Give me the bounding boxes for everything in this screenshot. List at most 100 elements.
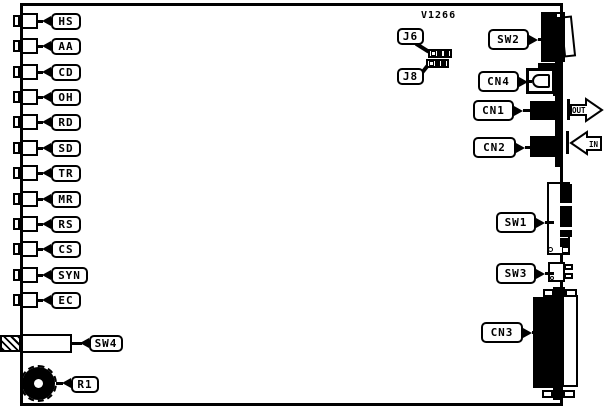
sw1-rocker-small bbox=[560, 238, 568, 247]
sw3-label: SW3 bbox=[496, 263, 536, 284]
led-pin bbox=[13, 142, 20, 154]
callout-pointer bbox=[42, 219, 51, 229]
connector-cn3 bbox=[533, 297, 563, 388]
led-label: AA bbox=[51, 38, 81, 55]
cn1-callout: CN1 bbox=[473, 100, 535, 121]
led-pin bbox=[13, 218, 20, 230]
cn4-shield-top bbox=[538, 63, 562, 69]
cn4-barrel-opening bbox=[532, 74, 550, 88]
led-row-tr: TR bbox=[13, 165, 93, 182]
led-indicator bbox=[21, 38, 38, 54]
out-arrow-text: OUT bbox=[572, 106, 586, 115]
led-label-text: OH bbox=[58, 91, 74, 104]
led-label-text: SYN bbox=[58, 269, 81, 282]
led-pin bbox=[13, 167, 20, 179]
callout-pointer bbox=[42, 92, 51, 102]
r1-shaft-hole bbox=[34, 379, 43, 388]
led-label: EC bbox=[51, 292, 81, 309]
callout-pointer bbox=[536, 217, 545, 228]
callout-pointer bbox=[42, 168, 51, 178]
led-label-text: AA bbox=[58, 40, 74, 53]
led-pin bbox=[13, 91, 20, 103]
callout-pointer bbox=[42, 41, 51, 51]
callout-pointer bbox=[62, 378, 71, 388]
out-arrow-shape bbox=[570, 97, 604, 123]
led-label: RD bbox=[51, 114, 81, 131]
callout-line bbox=[528, 80, 532, 83]
cn3-callout: CN3 bbox=[481, 322, 538, 343]
led-label-text: CD bbox=[58, 66, 74, 79]
j8-label: J8 bbox=[397, 68, 424, 85]
led-label: CS bbox=[51, 241, 81, 258]
cn4-label: CN4 bbox=[478, 71, 519, 92]
led-label: HS bbox=[51, 13, 81, 30]
sw3-label-text: SW3 bbox=[504, 267, 528, 280]
sw4-body bbox=[21, 334, 72, 353]
callout-pointer bbox=[42, 16, 51, 26]
callout-line bbox=[523, 109, 535, 112]
led-pin bbox=[13, 269, 20, 281]
sw4-actuator bbox=[0, 335, 21, 352]
cn4-callout: CN4 bbox=[478, 71, 532, 92]
callout-pointer bbox=[529, 34, 538, 45]
led-indicator bbox=[21, 267, 38, 283]
callout-line bbox=[38, 198, 43, 201]
callout-line bbox=[72, 342, 82, 345]
sw2-label: SW2 bbox=[488, 29, 529, 50]
led-pin bbox=[13, 15, 20, 27]
cn1-pin-tab bbox=[567, 99, 570, 120]
cn3-bottom-tab-left bbox=[542, 390, 553, 398]
callout-line bbox=[38, 172, 43, 175]
led-row-cs: CS bbox=[13, 241, 93, 258]
led-pin bbox=[13, 116, 20, 128]
led-row-cd: CD bbox=[13, 64, 93, 81]
j6-pin-open bbox=[431, 51, 436, 56]
led-indicator bbox=[21, 241, 38, 257]
led-pin bbox=[13, 193, 20, 205]
sw3-index-dot bbox=[550, 276, 554, 280]
led-row-oh: OH bbox=[13, 89, 93, 106]
toggle-switch-sw2 bbox=[541, 12, 565, 62]
callout-pointer bbox=[42, 194, 51, 204]
j6-label-text: J6 bbox=[402, 30, 419, 43]
callout-line bbox=[38, 223, 43, 226]
led-row-rs: RS bbox=[13, 216, 93, 233]
callout-pointer bbox=[536, 268, 545, 279]
r1-label-text: R1 bbox=[77, 378, 93, 391]
led-row-mr: MR bbox=[13, 191, 93, 208]
led-pin bbox=[13, 66, 20, 78]
board-edge-top bbox=[20, 3, 563, 6]
led-indicator bbox=[21, 140, 38, 156]
callout-line bbox=[38, 248, 43, 251]
led-label: CD bbox=[51, 64, 81, 81]
led-label-text: CS bbox=[58, 243, 74, 256]
callout-line bbox=[538, 38, 546, 41]
j6-label: J6 bbox=[397, 28, 424, 45]
callout-line bbox=[38, 45, 43, 48]
led-row-hs: HS bbox=[13, 13, 93, 30]
callout-pointer bbox=[42, 244, 51, 254]
potentiometer-r1: R1 bbox=[20, 365, 130, 403]
sw3-tab bbox=[564, 273, 573, 279]
led-indicator bbox=[21, 13, 38, 29]
callout-line bbox=[525, 146, 535, 149]
led-indicator bbox=[21, 191, 38, 207]
sw3-callout: SW3 bbox=[496, 263, 554, 284]
callout-line bbox=[545, 272, 554, 275]
callout-line bbox=[38, 121, 43, 124]
j8-pin-shunt bbox=[435, 61, 440, 66]
led-pin bbox=[13, 294, 20, 306]
callout-pointer bbox=[80, 338, 89, 348]
cn2-label-text: CN2 bbox=[483, 141, 506, 154]
callout-line bbox=[545, 221, 554, 224]
sw2-label-text: SW2 bbox=[497, 33, 520, 46]
sw4-label-text: SW4 bbox=[94, 337, 118, 350]
r1-label: R1 bbox=[71, 376, 99, 393]
callout-pointer bbox=[42, 117, 51, 127]
cn2-label: CN2 bbox=[473, 137, 516, 158]
led-indicator bbox=[21, 114, 38, 130]
sw1-rocker-gap bbox=[560, 203, 572, 206]
cn1-label: CN1 bbox=[473, 100, 514, 121]
led-pin bbox=[13, 40, 20, 52]
callout-line bbox=[38, 147, 43, 150]
